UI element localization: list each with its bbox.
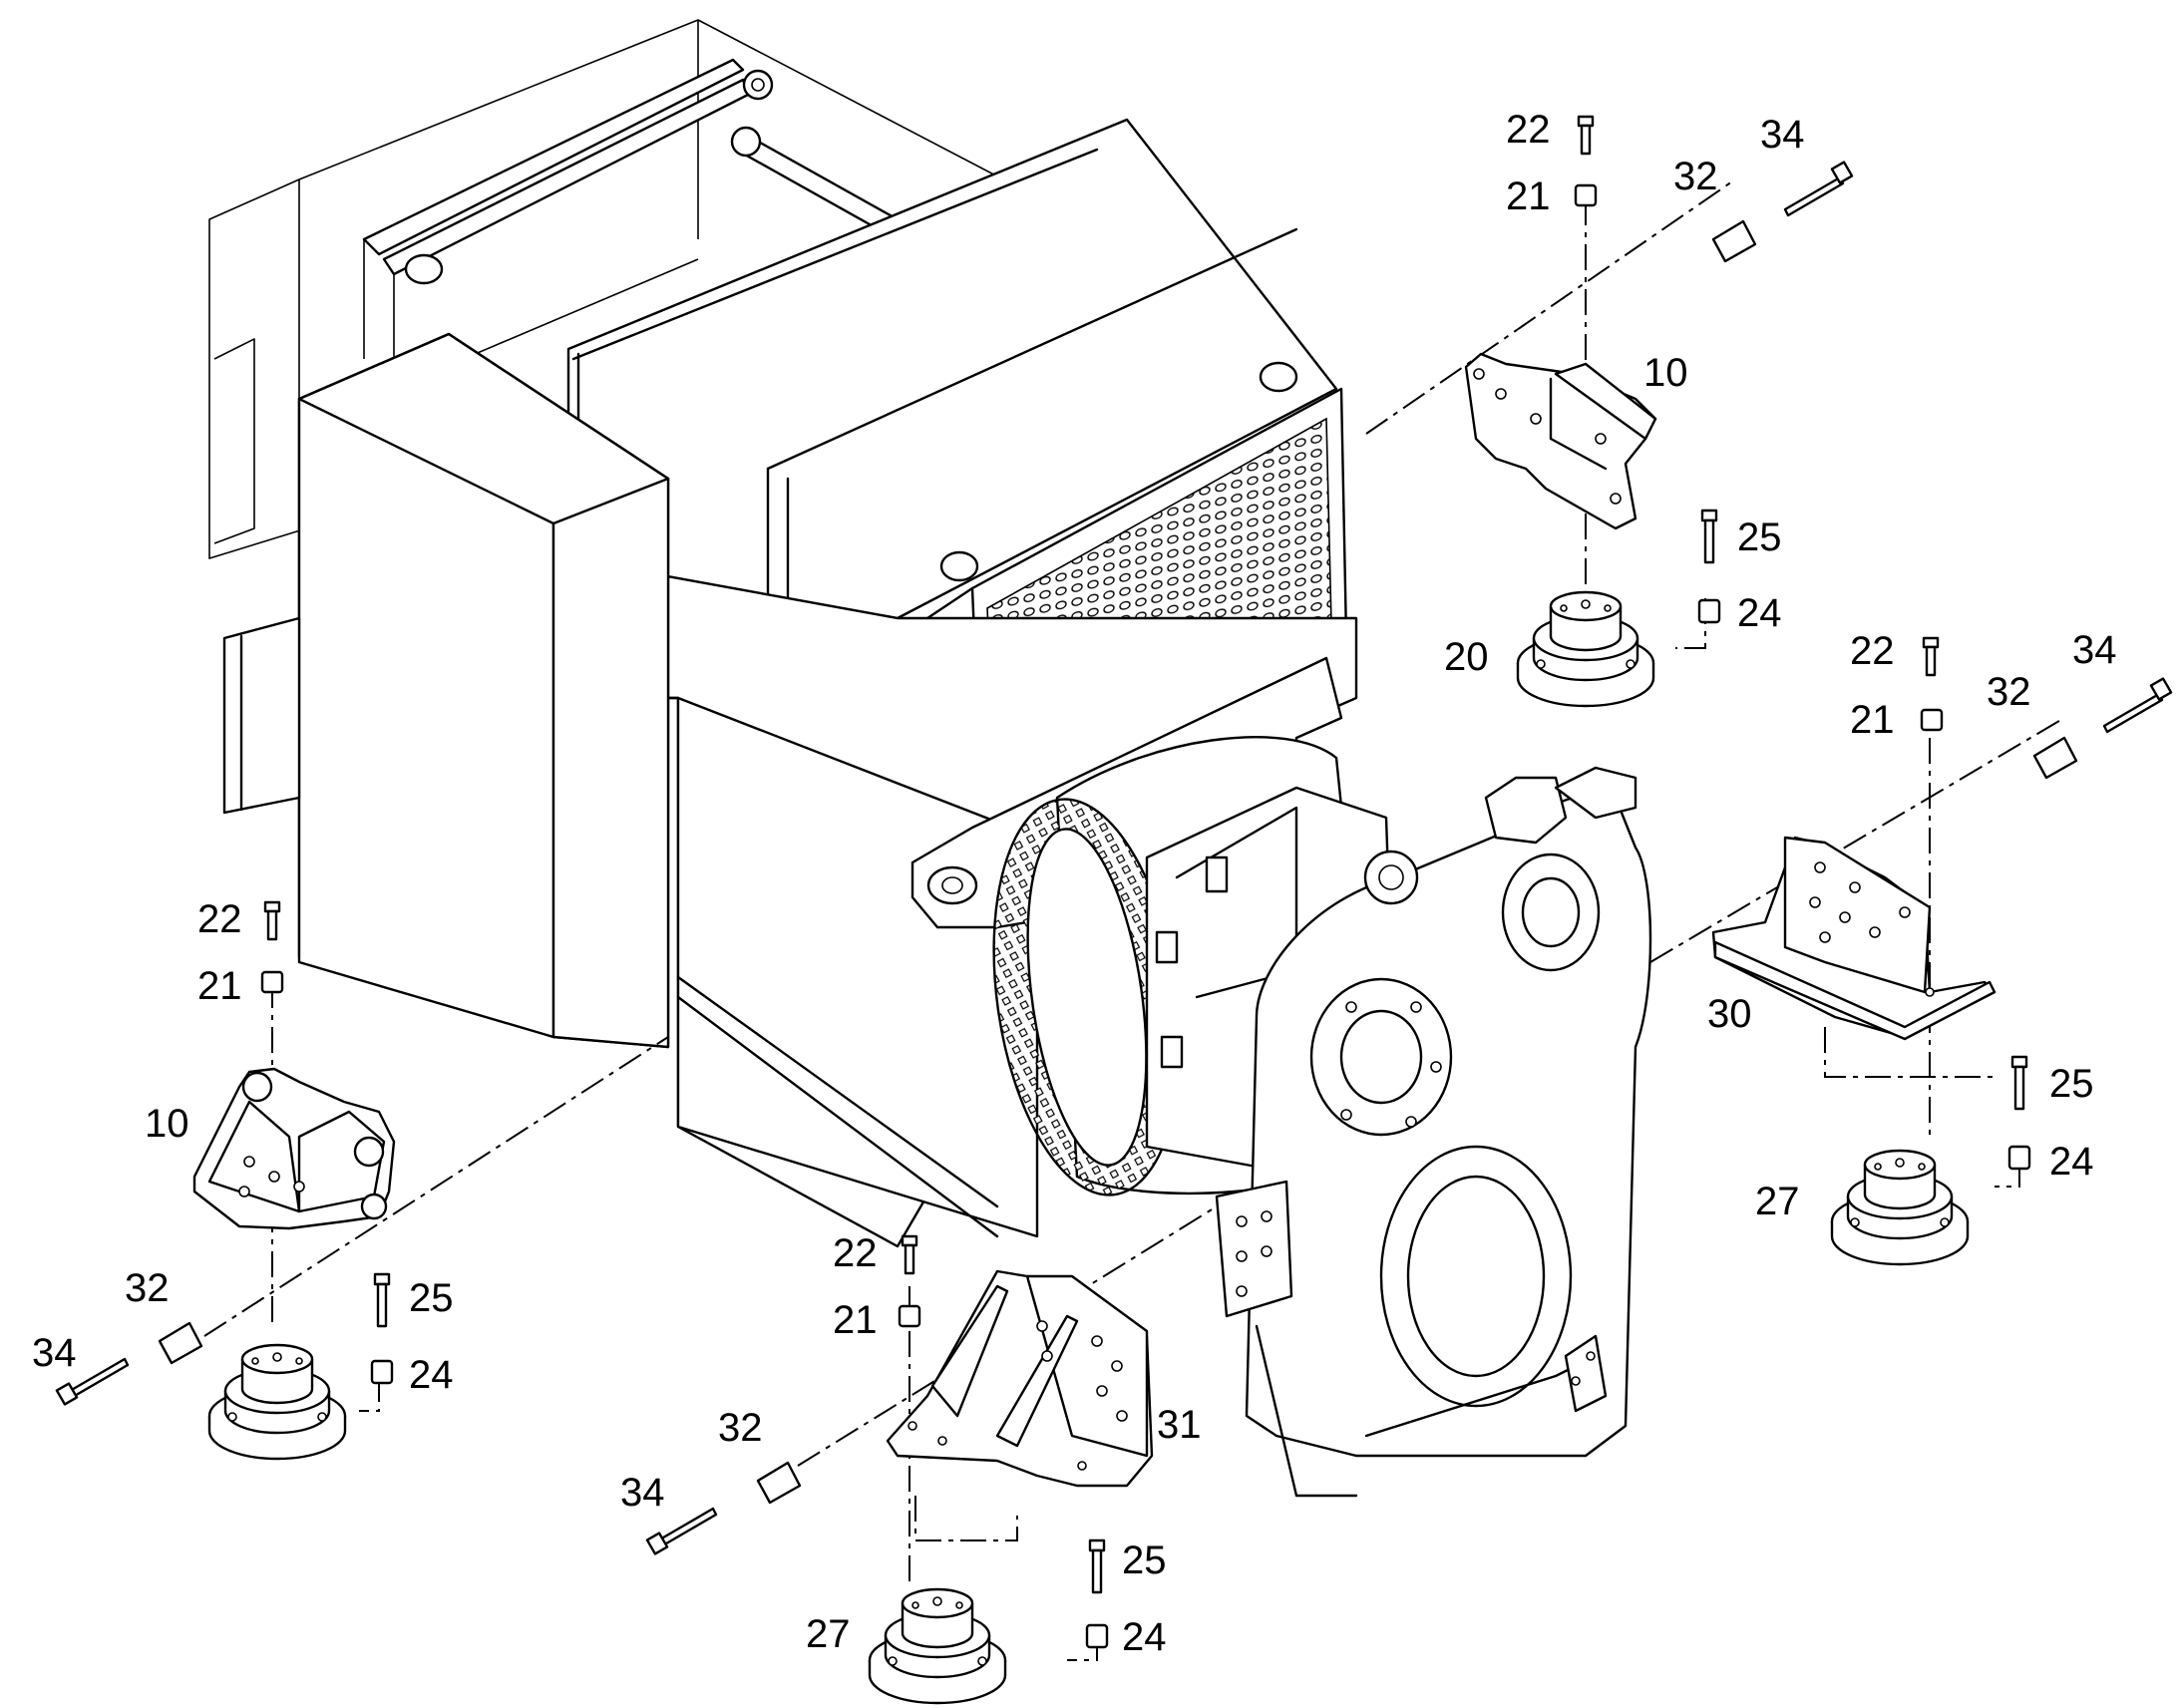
bolt-34-upper	[1783, 161, 1854, 217]
callout-10-left: 10	[145, 1102, 189, 1146]
nut-24-upper	[1697, 598, 1721, 624]
bolt-22-right	[1922, 636, 1940, 677]
callout-21-upper: 21	[1506, 174, 1551, 218]
bolt-25-upper	[1700, 509, 1718, 564]
callout-30: 30	[1707, 992, 1752, 1036]
callout-labels: 22 21 32 34 10 25 24 20 22 21 32 34 30 2…	[32, 108, 2117, 1659]
spacer-32-center	[756, 1461, 802, 1505]
machine-body	[208, 19, 1652, 1498]
bolt-34-left	[55, 1357, 130, 1406]
bolt-22-left	[263, 900, 281, 941]
callout-21-right: 21	[1850, 698, 1895, 742]
bolt-25-right	[2010, 1055, 2028, 1111]
nut-21-center	[898, 1304, 921, 1328]
callout-25-right: 25	[2049, 1062, 2094, 1106]
mount-left	[207, 1343, 347, 1461]
callout-25-upper: 25	[1737, 515, 1782, 559]
mount-27-right	[1830, 1149, 1970, 1266]
nut-21-left	[260, 970, 284, 994]
bracket-31	[886, 1269, 1154, 1488]
bolt-22-center	[901, 1234, 918, 1275]
callout-27-center: 27	[806, 1612, 851, 1656]
callout-31: 31	[1157, 1403, 1202, 1447]
bolt-22-upper	[1577, 115, 1595, 156]
bracket-10-upper	[1464, 352, 1657, 530]
nut-24-right	[2007, 1145, 2031, 1171]
spacer-32-left	[158, 1321, 203, 1365]
callout-22-upper: 22	[1506, 108, 1551, 152]
callout-22-right: 22	[1850, 629, 1895, 673]
bracket-10-left	[192, 1067, 396, 1230]
callout-20: 20	[1444, 635, 1489, 679]
bolt-34-center	[645, 1507, 718, 1555]
mount-27-lower	[868, 1587, 1007, 1705]
callout-25-left: 25	[409, 1276, 454, 1320]
spacer-32-upper	[1711, 219, 1757, 263]
callout-32-right: 32	[1987, 670, 2031, 714]
callout-34-upper: 34	[1760, 113, 1805, 157]
callout-34-left: 34	[32, 1331, 77, 1375]
callout-34-right: 34	[2072, 628, 2117, 672]
callout-32-upper: 32	[1673, 155, 1718, 198]
nut-21-upper	[1574, 183, 1598, 207]
bolt-25-left	[373, 1272, 391, 1328]
callout-27-right: 27	[1755, 1180, 1800, 1223]
nut-21-right	[1920, 708, 1944, 732]
spacer-32-right	[2032, 736, 2078, 780]
callout-25-center: 25	[1122, 1538, 1167, 1582]
nut-24-left	[370, 1359, 394, 1385]
nut-24-center	[1085, 1623, 1109, 1649]
callout-10-upper: 10	[1643, 351, 1688, 395]
bracket-30	[1711, 836, 1997, 1041]
callout-24-right: 24	[2049, 1140, 2094, 1184]
callout-32-left: 32	[125, 1266, 170, 1310]
callout-21-left: 21	[197, 964, 242, 1008]
callout-24-center: 24	[1122, 1615, 1167, 1659]
callout-24-left: 24	[409, 1353, 454, 1397]
callout-32-center: 32	[718, 1406, 763, 1450]
callout-24-upper: 24	[1737, 591, 1782, 635]
bolt-25-center	[1088, 1538, 1106, 1594]
callout-22-center: 22	[833, 1231, 878, 1275]
fasteners	[55, 115, 2173, 1649]
bolt-34-right	[2102, 677, 2173, 734]
mount-20	[1516, 590, 1655, 708]
callout-34-center: 34	[620, 1471, 665, 1515]
callout-21-center: 21	[833, 1298, 878, 1342]
callout-22-left: 22	[197, 897, 242, 941]
